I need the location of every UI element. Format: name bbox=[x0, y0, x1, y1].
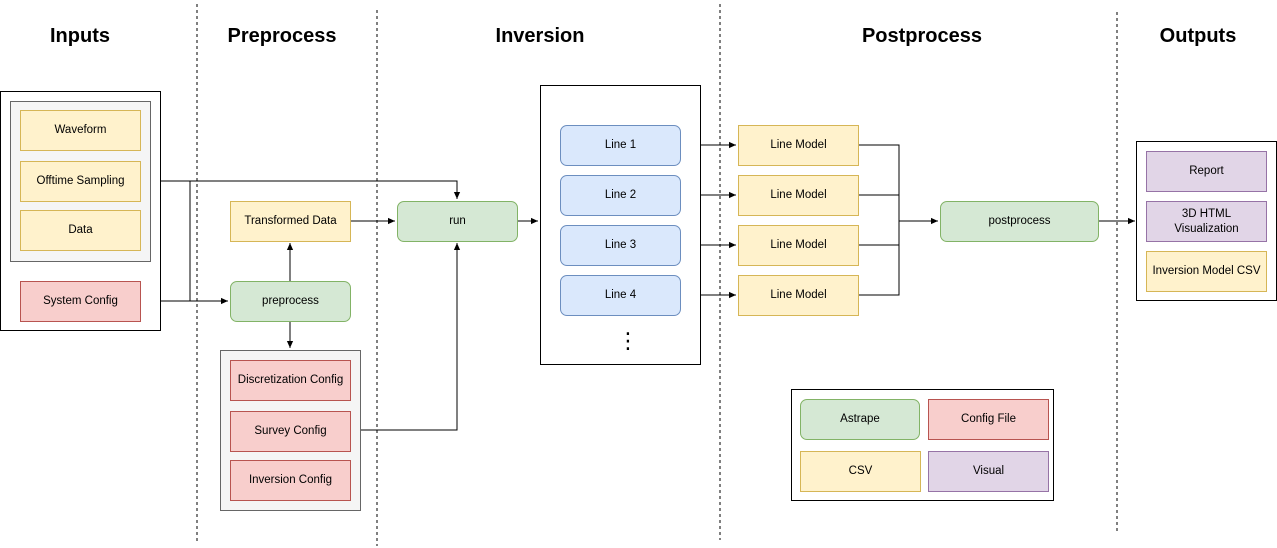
legend-astrape: Astrape bbox=[800, 399, 920, 440]
column-dividers bbox=[196, 4, 1118, 546]
line-model-4: Line Model bbox=[738, 275, 859, 316]
line-1: Line 1 bbox=[560, 125, 681, 166]
arrow-inputs-to-run bbox=[150, 180, 461, 199]
merge-models bbox=[858, 144, 900, 296]
output-inversion-model-csv: Inversion Model CSV bbox=[1146, 251, 1267, 292]
inversion-config: Inversion Config bbox=[230, 460, 351, 501]
line-model-2: Line Model bbox=[738, 175, 859, 216]
heading-preprocess: Preprocess bbox=[227, 25, 337, 47]
preprocess-step: preprocess bbox=[230, 281, 351, 322]
line-2: Line 2 bbox=[560, 175, 681, 216]
legend-csv: CSV bbox=[800, 451, 921, 492]
input-offtime-sampling: Offtime Sampling bbox=[20, 161, 141, 202]
survey-config: Survey Config bbox=[230, 411, 351, 452]
postprocess-step: postprocess bbox=[940, 201, 1099, 242]
legend-visual: Visual bbox=[928, 451, 1049, 492]
more-lines-ellipsis: ⋮ bbox=[617, 326, 639, 356]
heading-postprocess: Postprocess bbox=[861, 25, 983, 47]
line-4: Line 4 bbox=[560, 275, 681, 316]
input-data: Data bbox=[20, 210, 141, 251]
input-waveform: Waveform bbox=[20, 110, 141, 151]
output-report: Report bbox=[1146, 151, 1267, 192]
legend-config-file: Config File bbox=[928, 399, 1049, 440]
output-3d-html-visualization: 3D HTML Visualization bbox=[1146, 201, 1267, 242]
heading-outputs: Outputs bbox=[1159, 25, 1237, 47]
heading-inputs: Inputs bbox=[50, 25, 110, 47]
run-step: run bbox=[397, 201, 518, 242]
heading-inversion: Inversion bbox=[495, 25, 585, 47]
arrow-configs-to-run bbox=[360, 243, 461, 431]
transformed-data: Transformed Data bbox=[230, 201, 351, 242]
line-model-3: Line Model bbox=[738, 225, 859, 266]
discretization-config: Discretization Config bbox=[230, 360, 351, 401]
line-model-1: Line Model bbox=[738, 125, 859, 166]
line-3: Line 3 bbox=[560, 225, 681, 266]
input-system-config: System Config bbox=[20, 281, 141, 322]
